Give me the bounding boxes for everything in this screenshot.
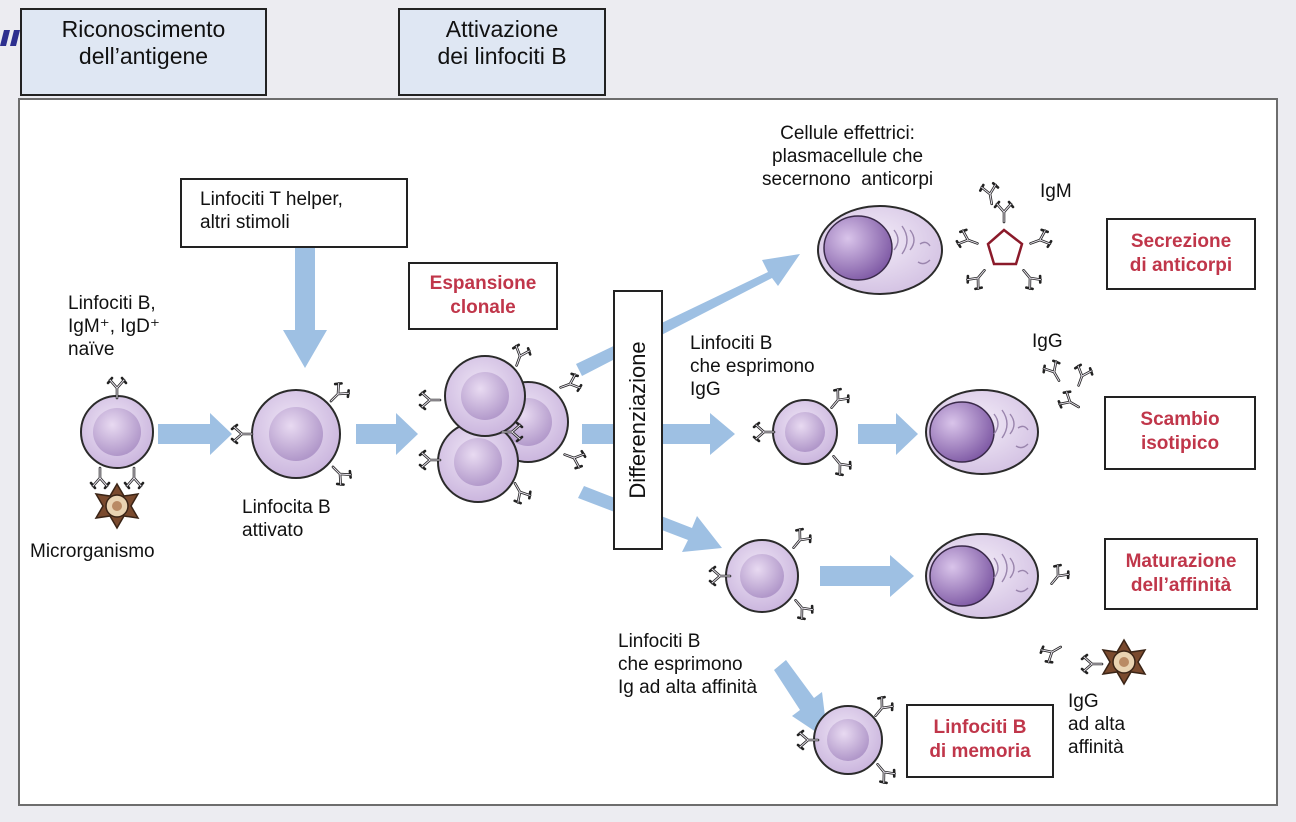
plasma-cell-igm (817, 205, 943, 295)
arrow-thelper-down (283, 248, 327, 368)
isotype-switch-box: Scambio isotipico (1104, 396, 1256, 470)
high-affinity-igg-icon (1037, 561, 1104, 675)
memory-b-box: Linfociti B di memoria (906, 704, 1054, 778)
naive-b-label: Linfociti B, IgM⁺, IgD⁺ naïve (68, 293, 160, 360)
microorganism-icon (94, 482, 140, 530)
t-helper-box: Linfociti T helper, altri stimoli (180, 178, 408, 248)
b-cell-igg (752, 385, 855, 479)
naive-b-cell (80, 376, 154, 490)
clonal-expansion-box: Espansione clonale (408, 262, 558, 330)
arrow-affinity-to-plasma (820, 555, 914, 597)
affinity-maturation-box: Maturazione dell’affinità (1104, 538, 1258, 610)
slide-corner-mark (0, 30, 20, 46)
microorganism-label: Microrganismo (30, 541, 155, 562)
differentiation-label: Differenziazione (625, 341, 650, 499)
b-igg-label: Linfociti B che esprimono IgG (690, 333, 815, 400)
igm-label: IgM (1040, 181, 1072, 202)
phase-activation-box: Attivazione dei linfociti B (398, 8, 606, 96)
igg-label: IgG (1032, 331, 1063, 352)
plasma-cell-igg (925, 389, 1039, 475)
arrow-activated-to-expansion (356, 413, 418, 455)
phase-recognition-box: Riconoscimento dell’antigene (20, 8, 267, 96)
igg-high-affinity-label: IgG ad alta affinità (1068, 691, 1126, 758)
arrow-naive-to-activated (158, 413, 232, 455)
plasma-cell-high-affinity (925, 533, 1039, 619)
differentiation-box: Differenziazione (613, 290, 663, 550)
activated-b-label: Linfocita B attivato (242, 497, 331, 541)
activated-b-cell (230, 379, 355, 489)
arrow-to-memory (774, 660, 828, 740)
b-high-affinity-label: Linfociti B che esprimono Ig ad alta aff… (618, 631, 758, 698)
bound-microorganism-icon (1101, 638, 1147, 686)
antibody-secretion-box: Secrezione di anticorpi (1106, 218, 1256, 290)
clonal-expansion-cluster (418, 342, 588, 507)
effector-cells-label: Cellule effettrici: plasmacellule che se… (762, 123, 934, 190)
igg-antibodies-icon (1039, 357, 1096, 417)
memory-b-cell (796, 693, 899, 787)
igm-pentamer-icon (954, 181, 1054, 293)
b-cell-high-affinity (708, 525, 817, 623)
arrow-igg-to-plasma (858, 413, 918, 455)
